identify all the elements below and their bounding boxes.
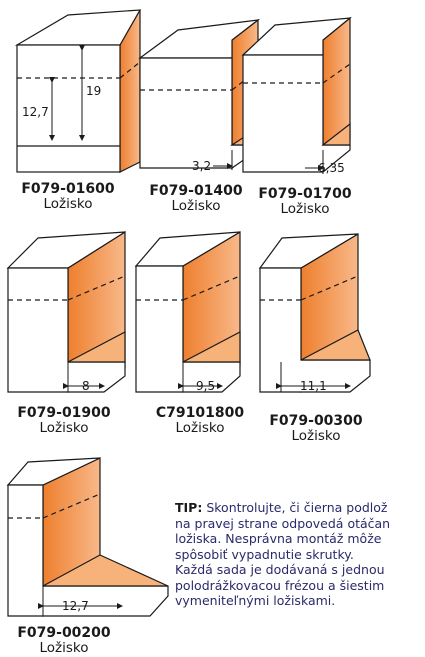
dim-group-7 xyxy=(38,586,123,616)
part-code: F079-01400 xyxy=(149,183,243,199)
part-label-7: F079-00200 Ložisko xyxy=(4,625,124,657)
part-label-1: F079-01600 Ložisko xyxy=(8,181,128,213)
tip-line-1-text: Skontrolujte, či čierna podlož xyxy=(202,500,388,515)
part-desc: Ložisko xyxy=(39,640,89,657)
dim-group-1 xyxy=(49,45,85,141)
tip-text: TIP: Skontrolujte, či čierna podlož na p… xyxy=(175,500,425,650)
block-f079-01600 xyxy=(14,9,142,173)
part-code: F079-01700 xyxy=(258,186,352,202)
dim-text-9-5: 9,5 xyxy=(196,379,215,393)
tip-line-5: Každá sada je dodávaná s jednou xyxy=(175,562,385,577)
tip-line-3: ložiska. Nesprávna montáž môže xyxy=(175,531,382,546)
part-label-4: F079-01900 Ložisko xyxy=(4,405,124,437)
part-code: F079-01600 xyxy=(21,181,115,197)
dim-text-8: 8 xyxy=(82,379,90,393)
block-c79101800 xyxy=(134,230,241,393)
part-code: C79101800 xyxy=(155,405,245,421)
dim-text-3-2: 3,2 xyxy=(192,159,211,173)
dim-group-3 xyxy=(305,150,324,174)
part-code: F079-00300 xyxy=(269,413,363,429)
dim-text-11-1: 11,1 xyxy=(300,379,327,393)
tip-line-6: polodrážkovacou frézou a šiestim xyxy=(175,577,385,593)
tip-heading: TIP: xyxy=(175,500,203,515)
part-desc: Ložisko xyxy=(291,428,341,445)
part-label-6: F079-00300 Ložisko xyxy=(256,413,376,445)
dim-text-19: 19 xyxy=(86,84,101,98)
dim-text-12-7-b: 12,7 xyxy=(62,599,89,613)
part-desc: Ložisko xyxy=(175,420,225,437)
block-f079-00200 xyxy=(6,457,169,618)
block-f079-00300 xyxy=(258,232,371,393)
dim-group-6 xyxy=(276,362,351,392)
part-label-2: F079-01400 Ložisko xyxy=(136,183,256,215)
part-code: F079-01900 xyxy=(17,405,111,421)
block-f079-01700 xyxy=(241,16,352,173)
block-f079-01900 xyxy=(6,230,126,393)
tip-line-7: vymeniteľnými ložiskami. xyxy=(175,593,336,608)
tip-line-1: TIP: Skontrolujte, či čierna podlož xyxy=(175,500,425,516)
part-label-5: C79101800 Ložisko xyxy=(140,405,260,437)
dim-group-4 xyxy=(63,362,105,392)
part-desc: Ložisko xyxy=(39,420,89,437)
dim-text-6-35: 6,35 xyxy=(318,161,345,175)
tip-line-2: na pravej strane odpovedá otáčan xyxy=(175,515,391,531)
part-desc: Ložisko xyxy=(280,201,330,218)
dim-group-2 xyxy=(213,150,233,170)
part-code: F079-00200 xyxy=(17,625,111,641)
part-desc: Ložisko xyxy=(43,196,93,213)
tip-line-4: spôsobiť vypadnutie skrutky. xyxy=(175,546,354,562)
dim-group-5 xyxy=(178,362,223,392)
part-desc: Ložisko xyxy=(171,198,221,215)
block-f079-01400 xyxy=(138,18,261,170)
dim-text-12-7-a: 12,7 xyxy=(22,105,49,119)
part-label-3: F079-01700 Ložisko xyxy=(245,186,365,218)
